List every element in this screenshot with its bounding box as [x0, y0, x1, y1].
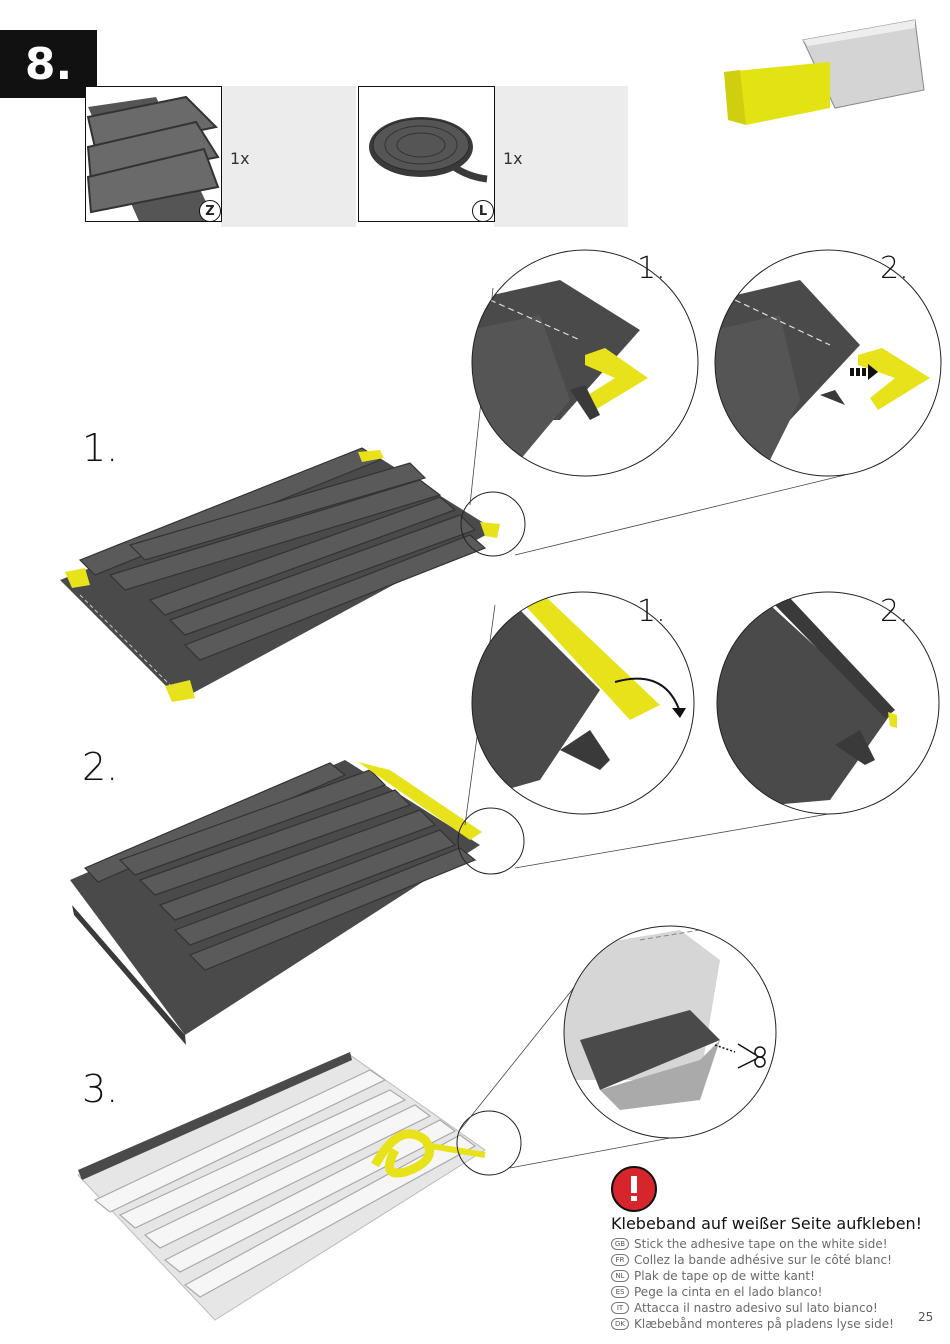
- part-z-quantity: 1x: [230, 149, 250, 168]
- step-label-2: 2.: [82, 745, 119, 789]
- corrugated-sheet-thumbnail: [86, 95, 220, 221]
- detail-2-2: [716, 591, 940, 815]
- planter-thumbnail: [724, 19, 925, 125]
- step1-sheet: [60, 447, 500, 702]
- step-number: 8.: [24, 38, 73, 90]
- step2-sheet: [70, 760, 482, 1045]
- tape-roll-thumbnail: [369, 117, 488, 183]
- part-l-qty-panel: [494, 86, 628, 227]
- page-number: 25: [918, 1310, 934, 1324]
- part-letter-badge: L: [472, 200, 494, 222]
- step-badge: 8.: [0, 30, 97, 98]
- part-z-box: Z: [85, 86, 222, 222]
- arrow-right-icon: [850, 364, 878, 380]
- part-l-box: L: [358, 86, 495, 222]
- detail-1-2: [714, 249, 942, 477]
- detail-number: 2.: [880, 594, 909, 629]
- part-z-qty-panel: [221, 86, 356, 227]
- detail-number: 2.: [880, 251, 909, 286]
- part-letter-badge: Z: [199, 200, 221, 222]
- note-title: Klebeband auf weißer Seite aufkleben!: [611, 1214, 923, 1233]
- step-label-1: 1.: [82, 426, 119, 470]
- step3-sheet: [77, 1052, 486, 1321]
- detail-number: 1.: [637, 251, 666, 286]
- step-label-3: 3.: [82, 1067, 119, 1111]
- detail-3: [563, 925, 777, 1139]
- warning-icon: [611, 1166, 657, 1212]
- scissors-icon: [714, 1043, 766, 1069]
- part-l-quantity: 1x: [503, 149, 523, 168]
- detail-2-1: [471, 591, 695, 815]
- detail-number: 1.: [637, 594, 666, 629]
- curved-arrow-icon: [614, 677, 681, 713]
- detail-1-1: [471, 249, 699, 477]
